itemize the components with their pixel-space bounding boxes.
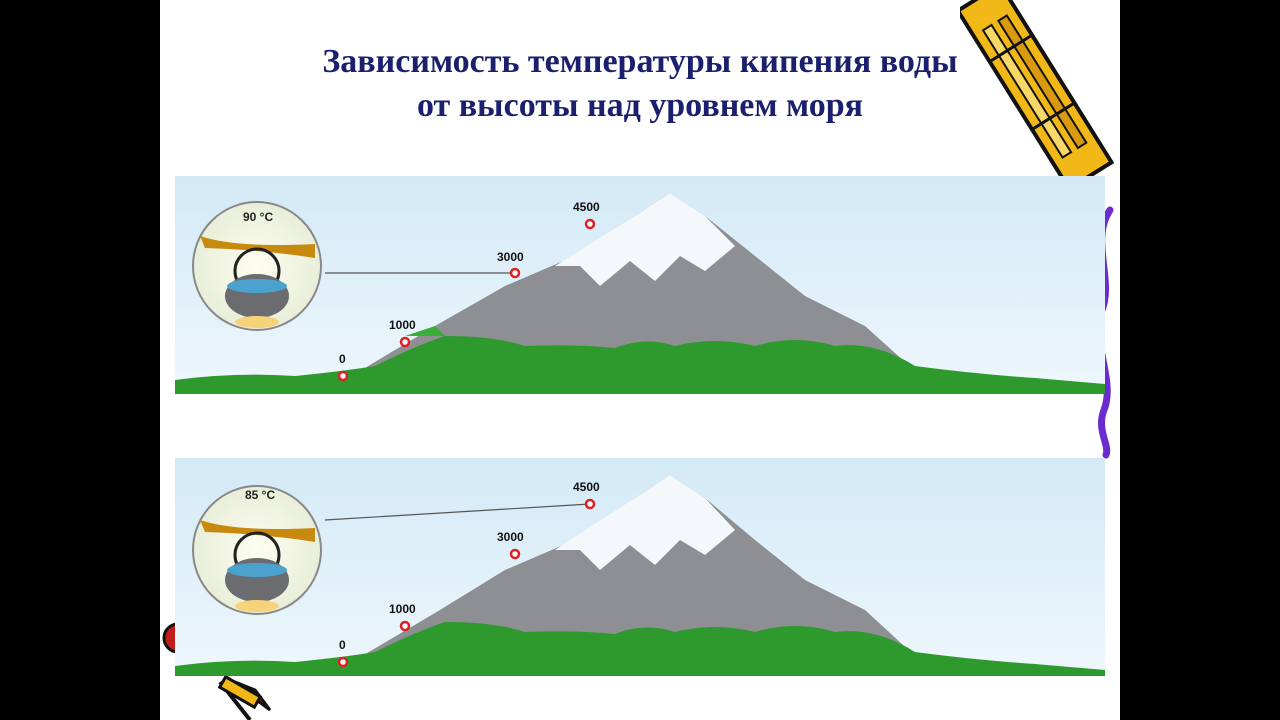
marker-0 bbox=[339, 658, 347, 666]
altitude-panel-2: 85 °C 0 1000 3000 4500 bbox=[175, 458, 1105, 676]
altitude-markers-1 bbox=[175, 176, 1105, 394]
marker-4500 bbox=[586, 500, 594, 508]
marker-4500 bbox=[586, 220, 594, 228]
marker-3000 bbox=[511, 269, 519, 277]
marker-0 bbox=[339, 372, 347, 380]
marker-1000 bbox=[401, 338, 409, 346]
altitude-panel-1: 90 °C 0 1000 3000 4500 bbox=[175, 176, 1105, 394]
marker-1000 bbox=[401, 622, 409, 630]
marker-3000 bbox=[511, 550, 519, 558]
title-line-1: Зависимость температуры кипения воды bbox=[160, 40, 1120, 84]
altitude-markers-2 bbox=[175, 458, 1105, 676]
title-line-2: от высоты над уровнем моря bbox=[160, 84, 1120, 128]
slide: Зависимость температуры кипения воды от … bbox=[160, 0, 1120, 720]
slide-title: Зависимость температуры кипения воды от … bbox=[160, 40, 1120, 128]
